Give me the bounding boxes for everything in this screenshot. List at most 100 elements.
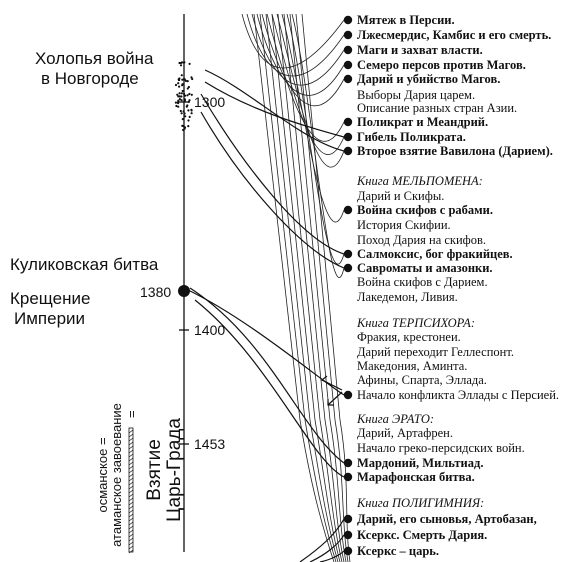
event-row-12: Война скифов с рабами. [357, 203, 493, 217]
hatch-line [128, 545, 134, 550]
node-1380 [178, 285, 190, 297]
hatch-line [128, 473, 134, 478]
event-marker-28 [343, 458, 353, 468]
event-marker-31 [343, 514, 353, 524]
oval-dot [181, 89, 184, 93]
hatch-line [128, 529, 134, 534]
year-1400: 1400 [194, 322, 225, 338]
hatch-line [128, 429, 134, 434]
oval-dot [190, 76, 193, 79]
hatch-line [128, 513, 134, 518]
oval-dot [177, 95, 180, 98]
hatch-line [128, 461, 134, 466]
oval-dot [178, 92, 181, 95]
holopya-war-marker [174, 61, 194, 132]
oval-dot [180, 74, 183, 77]
event-row-7: Поликрат и Меандрий. [357, 115, 488, 129]
event-row-10: Книга МЕЛЬПОМЕНА: [356, 174, 483, 188]
oval-dot [184, 115, 187, 118]
event-row-6: Описание разных стран Азии. [357, 101, 517, 115]
fan-straight-1 [259, 13, 306, 421]
hatch-line [128, 549, 134, 554]
connection-curve-9 [319, 550, 345, 562]
oval-dot [186, 80, 189, 83]
oval-dot [183, 78, 186, 81]
oval-dot [174, 83, 178, 87]
fan-line-9 [286, 13, 345, 265]
event-row-20: Фракия, крестонеи. [357, 330, 461, 344]
oval-dot [182, 128, 185, 132]
event-marker-0 [343, 15, 353, 25]
event-row-32: Ксеркс. Смерть Дария. [357, 528, 487, 542]
event-marker-29 [343, 472, 353, 482]
event-row-18: Лакедемон, Ливия. [357, 290, 458, 304]
fan-straight-2 [265, 13, 311, 421]
oval-dot [190, 112, 193, 115]
oval-dot [187, 119, 190, 122]
hatch-line [128, 441, 134, 446]
connection-curve-1 [204, 81, 345, 138]
line-fan [241, 13, 351, 562]
oval-dot [180, 112, 183, 115]
hatch-line [128, 485, 134, 490]
event-row-27: Начало греко-персидских войн. [357, 441, 525, 455]
event-row-30: Книга ПОЛИГИМНИЯ: [356, 496, 484, 510]
hatch-line [128, 457, 134, 462]
hatch-line [128, 453, 134, 458]
event-marker-9 [343, 146, 353, 156]
event-kholopya-line2: в Новгороде [41, 69, 139, 88]
event-marker-1 [343, 30, 353, 40]
oval-dot [180, 61, 184, 64]
fan-lower-4 [319, 419, 343, 562]
hatch-line [128, 505, 134, 510]
event-marker-32 [343, 530, 353, 540]
oval-dot [183, 98, 186, 101]
event-row-4: Дарий и убийство Магов. [357, 72, 500, 86]
hatch-line [128, 501, 134, 506]
oval-dot [178, 98, 181, 101]
oval-dot [181, 84, 184, 87]
event-kholopya-line1: Холопья война [35, 49, 154, 68]
event-row-11: Дарий и Скифы. [357, 189, 444, 203]
oval-dot [190, 93, 193, 96]
hatch-line [128, 525, 134, 530]
oval-dot [182, 110, 185, 113]
connection-curve-7 [299, 518, 345, 562]
event-row-25: Книга ЭРАТО: [356, 412, 434, 426]
oval-dot [187, 85, 190, 89]
event-row-8: Гибель Поликрата. [357, 130, 466, 144]
event-row-16: Савроматы и амазонки. [357, 261, 493, 275]
arrow-icons [320, 375, 343, 406]
fan-line-0 [241, 13, 345, 69]
oval-dot [177, 99, 180, 102]
fan-straight-4 [277, 13, 321, 421]
hatch-line [128, 465, 134, 470]
year-1453: 1453 [194, 436, 225, 452]
event-row-28: Мардоний, Мильтиад. [357, 456, 483, 470]
oval-dot [181, 118, 184, 121]
event-row-31: Дарий, его сыновья, Артобазан, [357, 512, 537, 526]
connection-curve-3 [200, 111, 345, 269]
hatch-line [128, 445, 134, 450]
hatch-line [128, 449, 134, 454]
event-marker-8 [343, 132, 353, 142]
hatch-line [128, 437, 134, 442]
oval-dot [187, 125, 190, 128]
oval-dot [190, 109, 193, 112]
hatch-line [128, 517, 134, 522]
fan-straight-6 [289, 13, 331, 421]
hatch-line [128, 537, 134, 542]
oval-dot [188, 62, 191, 65]
oval-dot [175, 104, 178, 108]
event-row-26: Дарий, Артафрен. [357, 426, 453, 440]
oval-dot [187, 109, 190, 112]
conquest-label-line1: османское = [95, 437, 110, 512]
hatch-line [128, 469, 134, 474]
event-marker-33 [343, 546, 353, 556]
oval-dot [178, 61, 181, 65]
fan-straight-3 [271, 13, 316, 421]
hatch-line [128, 541, 134, 546]
oval-dot [178, 85, 181, 88]
hatch-line [128, 509, 134, 514]
